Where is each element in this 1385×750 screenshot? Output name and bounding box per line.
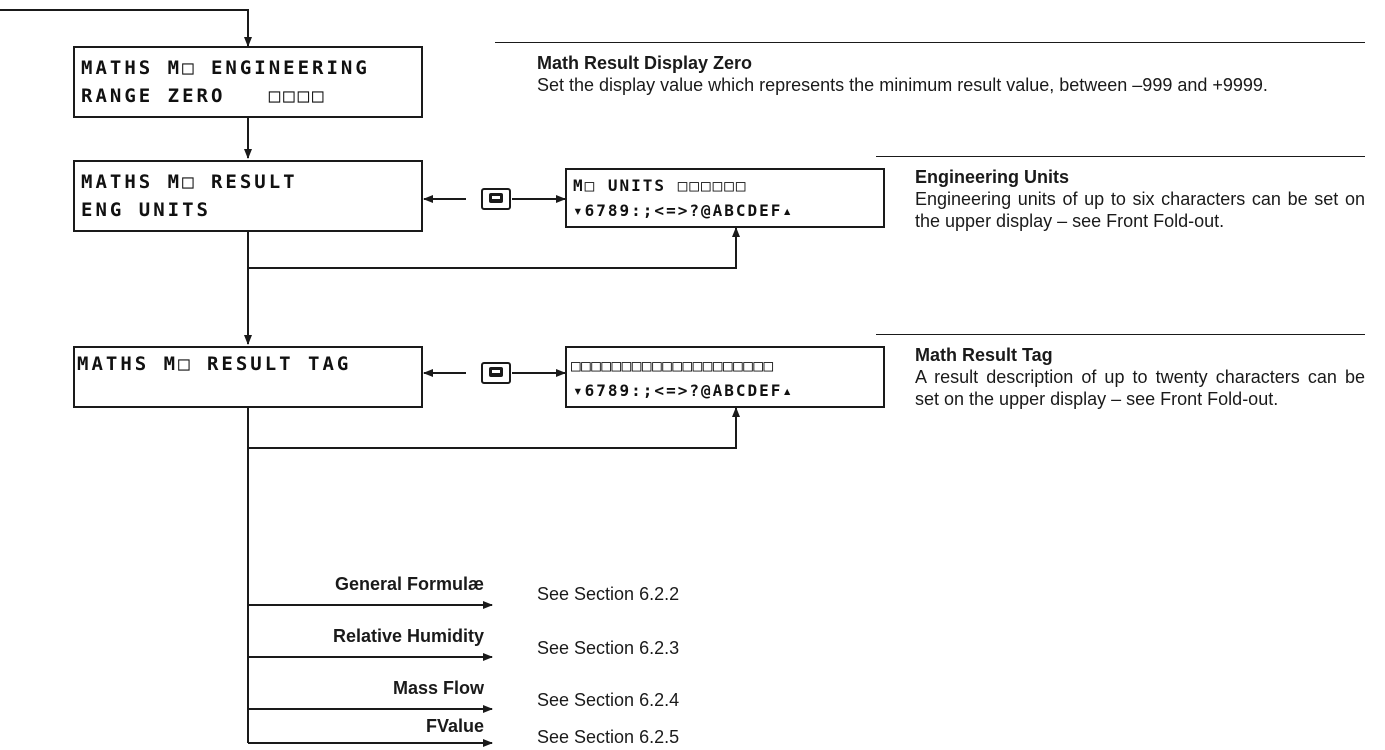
desc-engineering-units-title: Engineering Units	[915, 167, 1070, 187]
units-display-line2: ▾6789:;<=>?@ABCDEF▴	[573, 201, 795, 220]
section-ref-6-2-5: See Section 6.2.5	[537, 727, 680, 747]
screen-maths-result-tag: MATHS M□ RESULT TAG	[73, 346, 423, 408]
screen1-line1: MATHS M□ ENGINEERING	[81, 57, 370, 79]
enter-key-icon	[481, 362, 511, 384]
desc-units-divider	[876, 156, 1365, 157]
section-ref-6-2-2: See Section 6.2.2	[537, 584, 680, 604]
branch-relative-humidity: Relative Humidity	[332, 626, 484, 646]
desc-result-tag-body: A result description of up to twenty cha…	[915, 367, 1365, 409]
desc-engineering-units: Engineering Units Engineering units of u…	[915, 166, 1365, 232]
screen-maths-engineering-range-zero: MATHS M□ ENGINEERING RANGE ZERO □□□□	[73, 46, 423, 118]
screen1-line2: RANGE ZERO □□□□	[81, 85, 327, 107]
section-ref-6-2-4: See Section 6.2.4	[537, 690, 680, 710]
screen-maths-result-eng-units: MATHS M□ RESULT ENG UNITS	[73, 160, 423, 232]
screen2-line2: ENG UNITS	[81, 199, 211, 221]
tag-display-line2: ▾6789:;<=>?@ABCDEF▴	[573, 381, 795, 400]
desc-display-zero: Math Result Display Zero Set the display…	[537, 52, 1365, 96]
desc-result-tag-title: Math Result Tag	[915, 345, 1053, 365]
desc-engineering-units-body: Engineering units of up to six character…	[915, 189, 1365, 231]
desc-tag-divider	[876, 334, 1365, 335]
branch-fvalue: FValue	[425, 716, 484, 736]
section-ref-6-2-3: See Section 6.2.3	[537, 638, 680, 658]
units-display-line1: M□ UNITS □□□□□□	[573, 176, 748, 195]
enter-key-icon	[481, 188, 511, 210]
tag-entry-display: □□□□□□□□□□□□□□□□□□□□ ▾6789:;<=>?@ABCDEF▴	[565, 346, 885, 408]
desc-display-zero-body: Set the display value which represents t…	[537, 75, 1268, 95]
screen2-line1: MATHS M□ RESULT	[81, 171, 298, 193]
tag-display-line1: □□□□□□□□□□□□□□□□□□□□	[571, 356, 774, 375]
desc-display-zero-title: Math Result Display Zero	[537, 53, 753, 73]
screen3-line1: MATHS M□ RESULT TAG	[77, 353, 352, 375]
desc-result-tag: Math Result Tag A result description of …	[915, 344, 1365, 410]
desc-zero-divider	[495, 42, 1365, 43]
units-entry-display: M□ UNITS □□□□□□ ▾6789:;<=>?@ABCDEF▴	[565, 168, 885, 228]
branch-mass-flow: Mass Flow	[392, 678, 484, 698]
branch-general-formulae: General Formulæ	[334, 574, 484, 594]
